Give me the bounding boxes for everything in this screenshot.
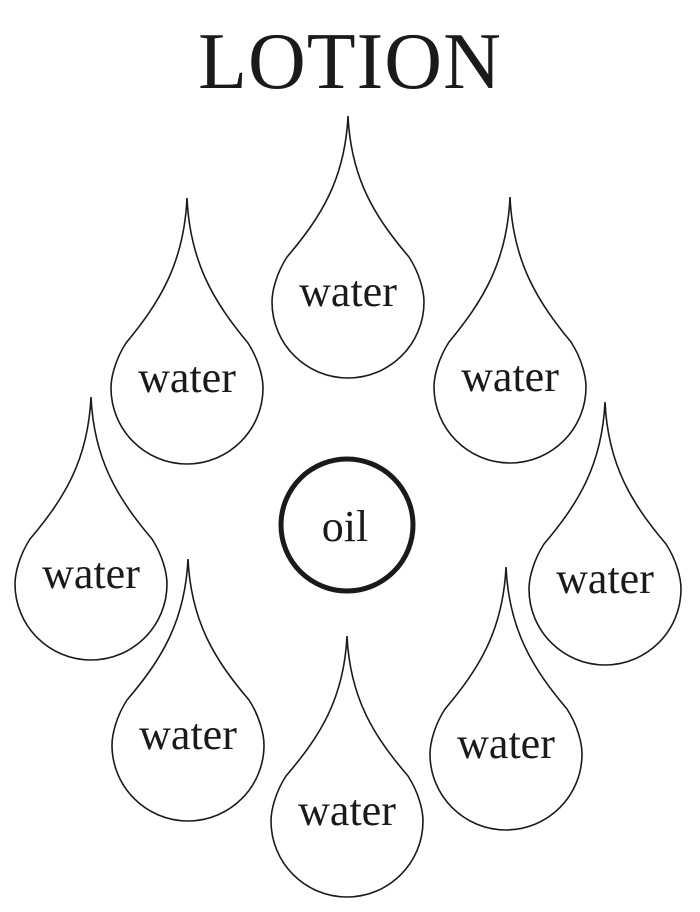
water-drop-label: water — [42, 549, 140, 598]
water-drop: water — [111, 558, 265, 822]
water-drop-label: water — [139, 710, 237, 759]
water-drop-label: water — [298, 786, 396, 835]
water-drop-label: water — [138, 353, 236, 402]
water-drop-label: water — [299, 267, 397, 316]
water-drop-outline — [433, 196, 587, 464]
oil-droplet: oil — [278, 456, 416, 594]
diagram-title: LOTION — [198, 18, 502, 106]
oil-circle — [278, 456, 416, 594]
oil-label: oil — [322, 502, 368, 551]
water-drop: water — [271, 115, 425, 379]
water-drop-label: water — [556, 554, 654, 603]
water-drop-outline — [270, 635, 424, 898]
water-drop: water — [14, 396, 168, 661]
water-drop: water — [429, 566, 583, 831]
water-drops-group: water water water water water water water water — [14, 115, 682, 898]
water-drop-outline — [429, 566, 583, 831]
water-drop-label: water — [461, 352, 559, 401]
water-drop-outline — [111, 558, 265, 822]
water-drop: water — [528, 401, 682, 666]
water-drop: water — [270, 635, 424, 898]
water-drop-label: water — [457, 719, 555, 768]
water-drop-outline — [14, 396, 168, 661]
water-drop: water — [433, 196, 587, 464]
water-drop-outline — [110, 197, 264, 465]
water-drop: water — [110, 197, 264, 465]
water-drop-outline — [271, 115, 425, 379]
water-drop-outline — [528, 401, 682, 666]
